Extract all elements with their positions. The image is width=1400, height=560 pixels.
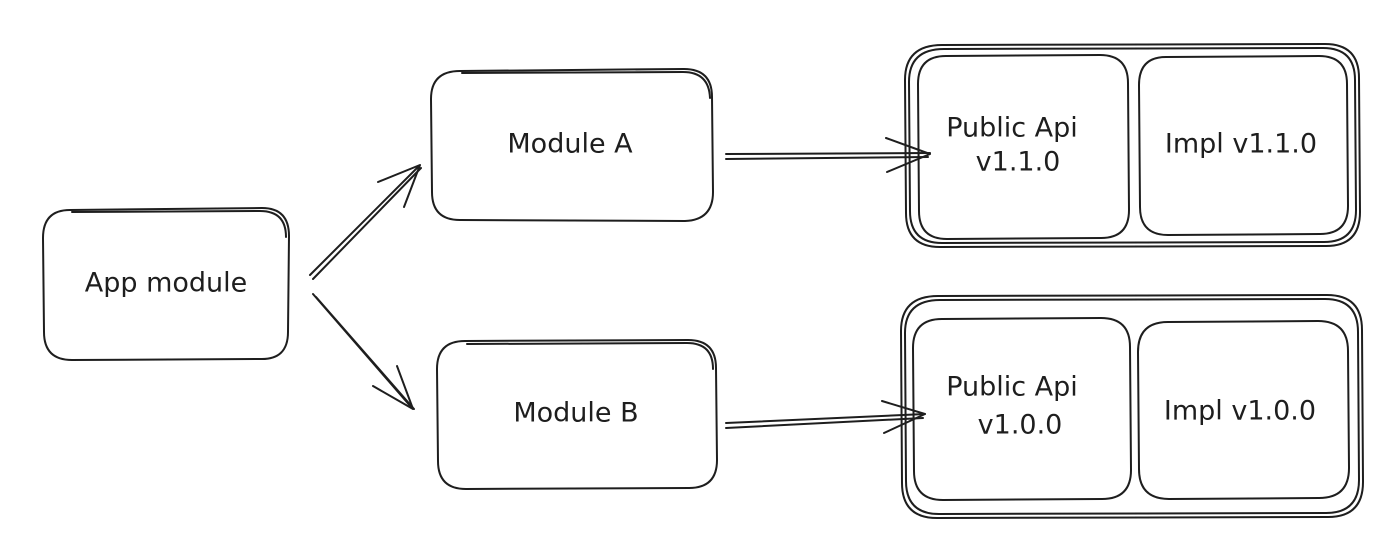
- arrow-app-to-module-b: [312, 293, 415, 410]
- module-a-node[interactable]: Module A: [430, 68, 714, 222]
- public-api-v1-1-0-line1: Public Api: [946, 113, 1078, 144]
- arrow-app-to-module-a: [309, 164, 422, 280]
- arrow-module-a-to-public-api-v1-1-0: [725, 137, 931, 173]
- public-api-v1-1-0-line2: v1.1.0: [976, 147, 1061, 178]
- public-api-v1-0-0-node[interactable]: Public Api v1.0.0: [912, 317, 1132, 501]
- public-api-v1-0-0-line2: v1.0.0: [978, 410, 1063, 441]
- api-impl-group-v1-1-0: Public Api v1.1.0 Impl v1.1.0: [904, 43, 1361, 248]
- impl-v1-0-0-label: Impl v1.0.0: [1164, 396, 1316, 427]
- impl-v1-1-0-label: Impl v1.1.0: [1165, 129, 1317, 160]
- impl-v1-0-0-node[interactable]: Impl v1.0.0: [1137, 320, 1350, 500]
- impl-v1-1-0-node[interactable]: Impl v1.1.0: [1138, 55, 1349, 236]
- public-api-v1-0-0-line1: Public Api: [946, 372, 1078, 403]
- app-module-label: App module: [85, 268, 248, 299]
- module-b-node[interactable]: Module B: [436, 339, 718, 490]
- api-impl-group-v1-0-0: Public Api v1.0.0 Impl v1.0.0: [900, 294, 1364, 519]
- module-a-label: Module A: [507, 129, 633, 160]
- app-module-node[interactable]: App module: [42, 207, 290, 361]
- module-b-label: Module B: [513, 398, 638, 429]
- public-api-v1-1-0-node[interactable]: Public Api v1.1.0: [917, 54, 1130, 240]
- arrow-module-b-to-public-api-v1-0-0: [725, 400, 926, 434]
